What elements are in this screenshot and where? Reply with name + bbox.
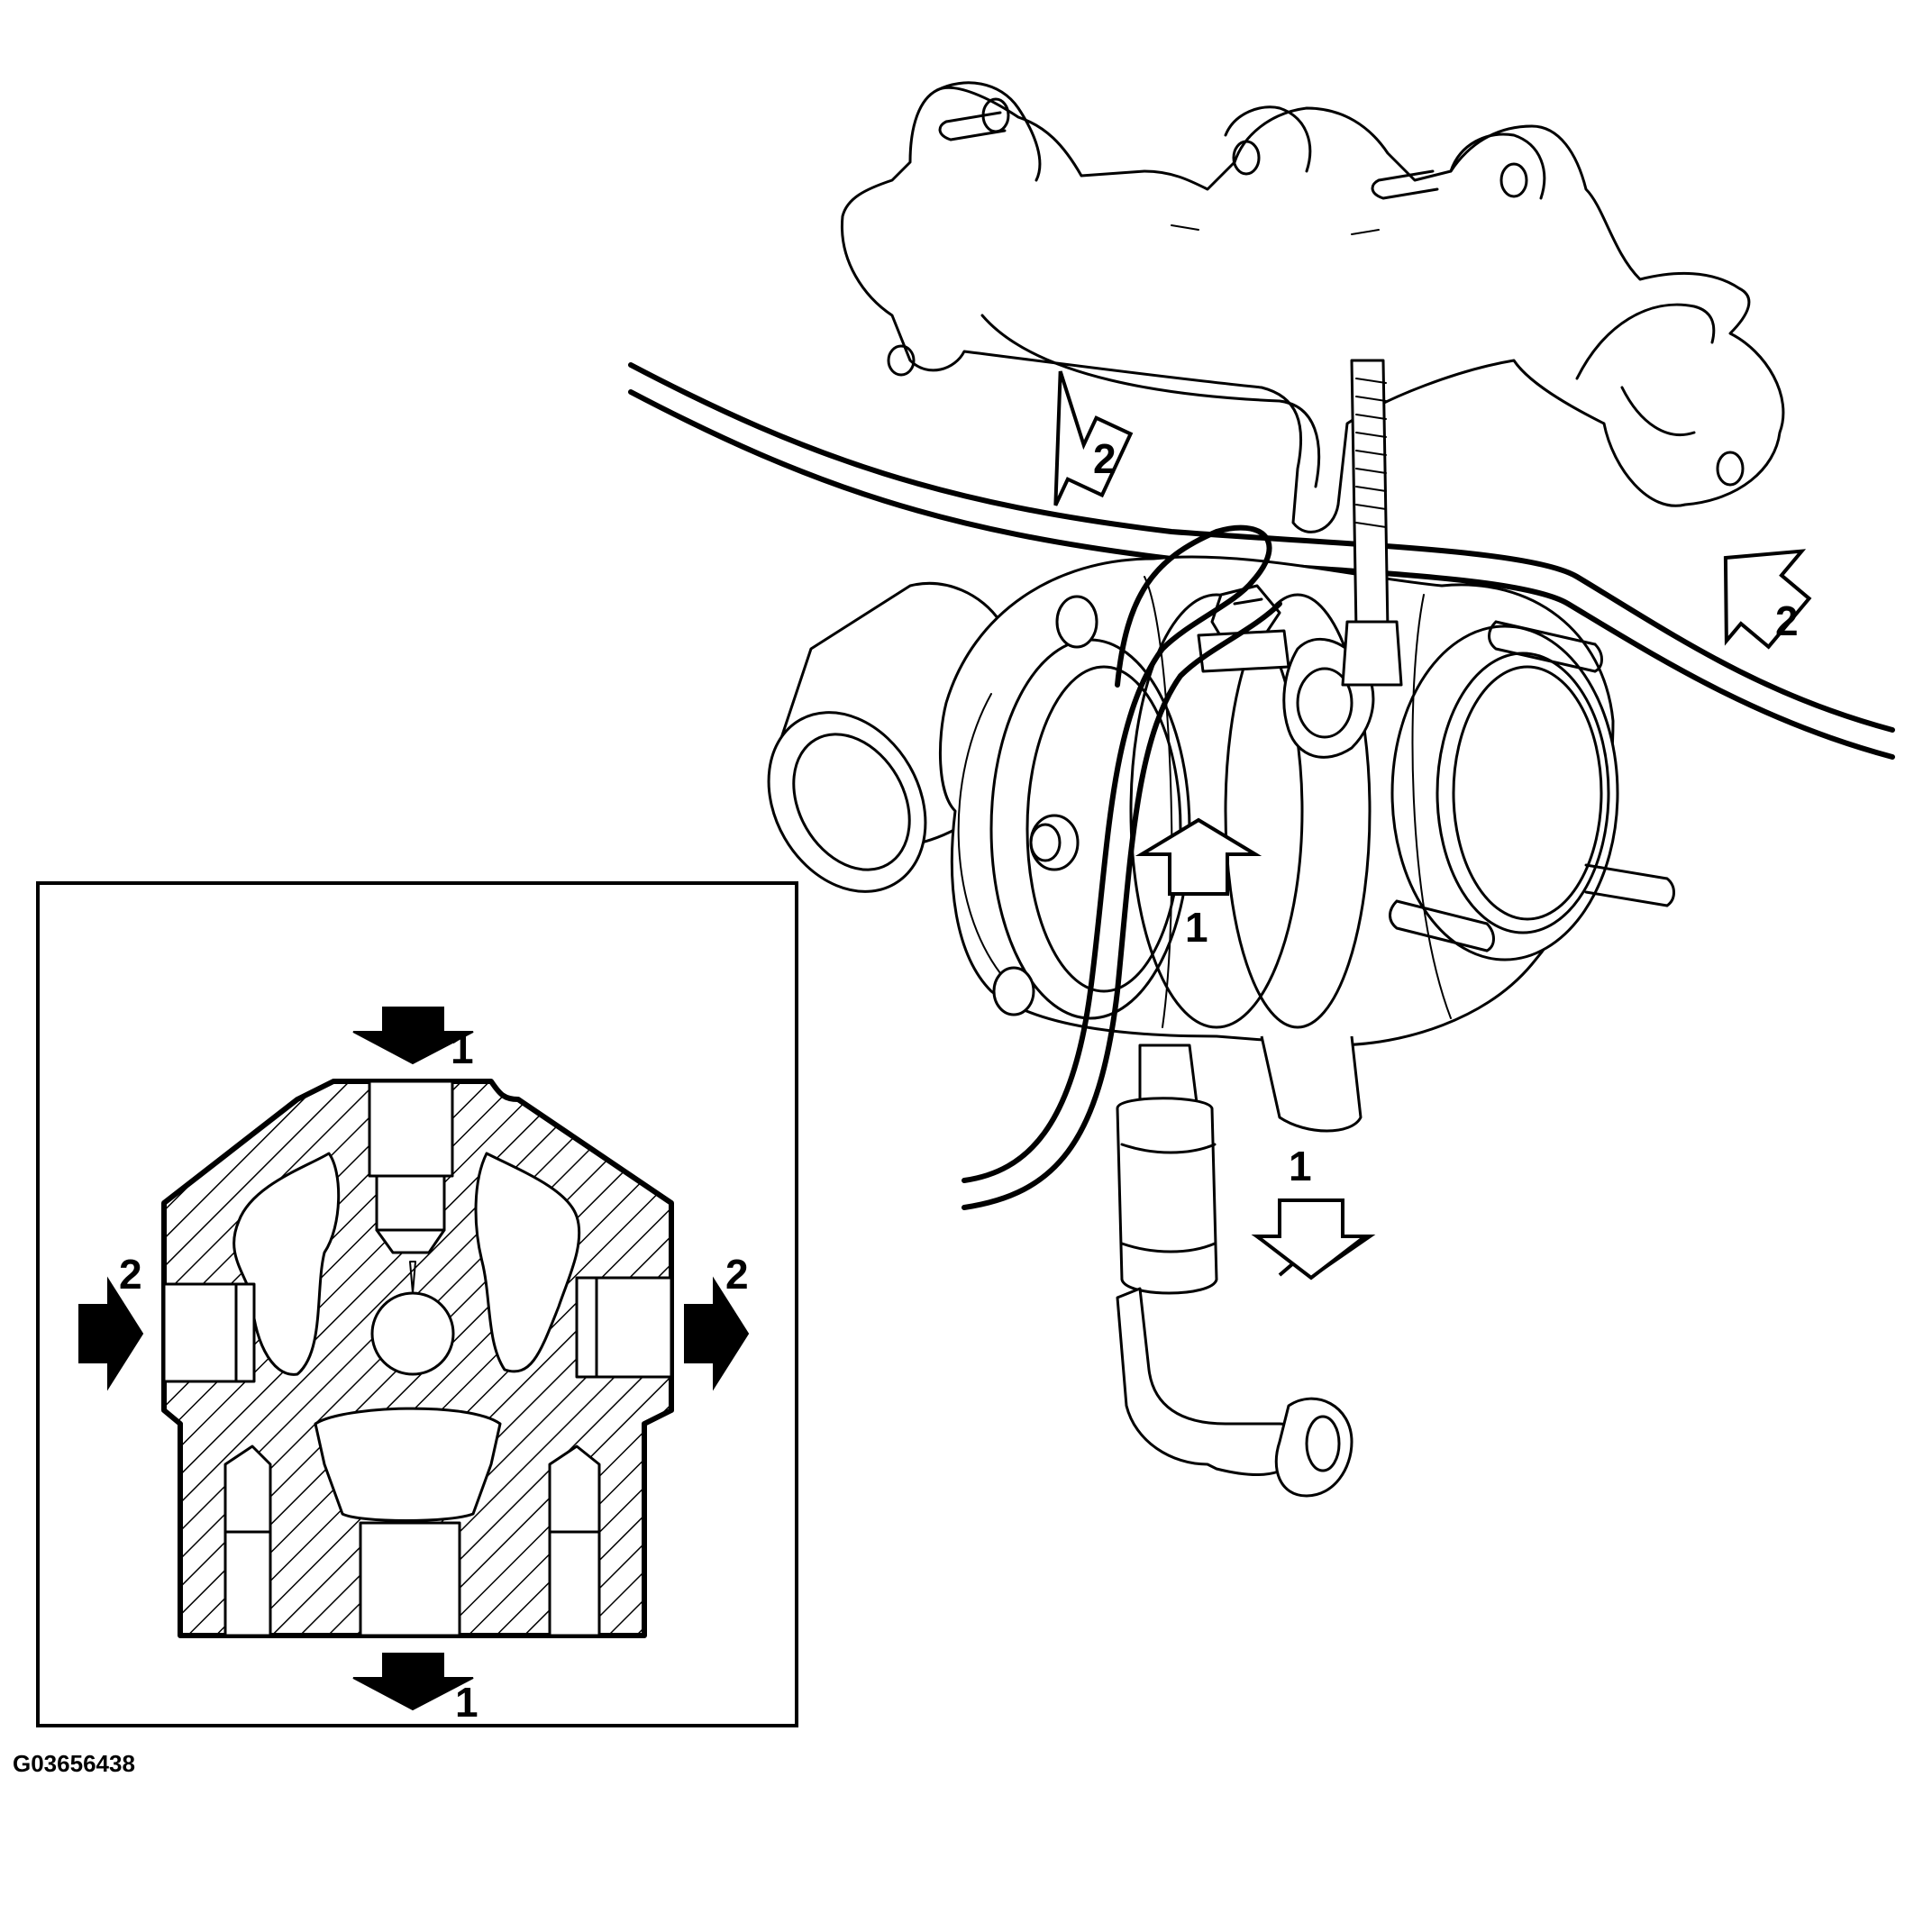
airflow-arrow-left (1053, 370, 1134, 506)
turbocharger-housing (767, 359, 1675, 1133)
oil-flow-arrow-up (1135, 817, 1262, 896)
inset-callout-1-bottom: 1 (455, 1679, 478, 1726)
inset-arrow-right (684, 1276, 750, 1391)
oil-feed-line (962, 524, 1282, 1210)
airflow-arrow-right (1723, 549, 1812, 650)
inset-arrow-left (78, 1276, 144, 1391)
callout-2-right: 2 (1775, 597, 1799, 644)
oil-flow-arrow-down-body (1252, 1198, 1371, 1280)
exhaust-manifold (840, 81, 1785, 533)
figure-id: G03656438 (13, 1750, 135, 1777)
oil-return-pipe (1116, 1043, 1353, 1498)
inset-callout-2-right: 2 (725, 1251, 749, 1298)
callout-2-left: 2 (1093, 435, 1116, 482)
inset-arrow-bottom (352, 1653, 474, 1711)
inset-cross-section: 1 2 2 1 (36, 881, 798, 1727)
turbocharger-assembly-drawing: 2 2 1 1 (628, 81, 1895, 1498)
inset-callout-1-top: 1 (451, 1025, 474, 1072)
callout-1-center: 1 (1185, 904, 1208, 951)
inset-arrow-top (352, 1007, 474, 1065)
inset-callout-2-left: 2 (119, 1251, 142, 1298)
callout-1-bottom: 1 (1289, 1143, 1312, 1189)
